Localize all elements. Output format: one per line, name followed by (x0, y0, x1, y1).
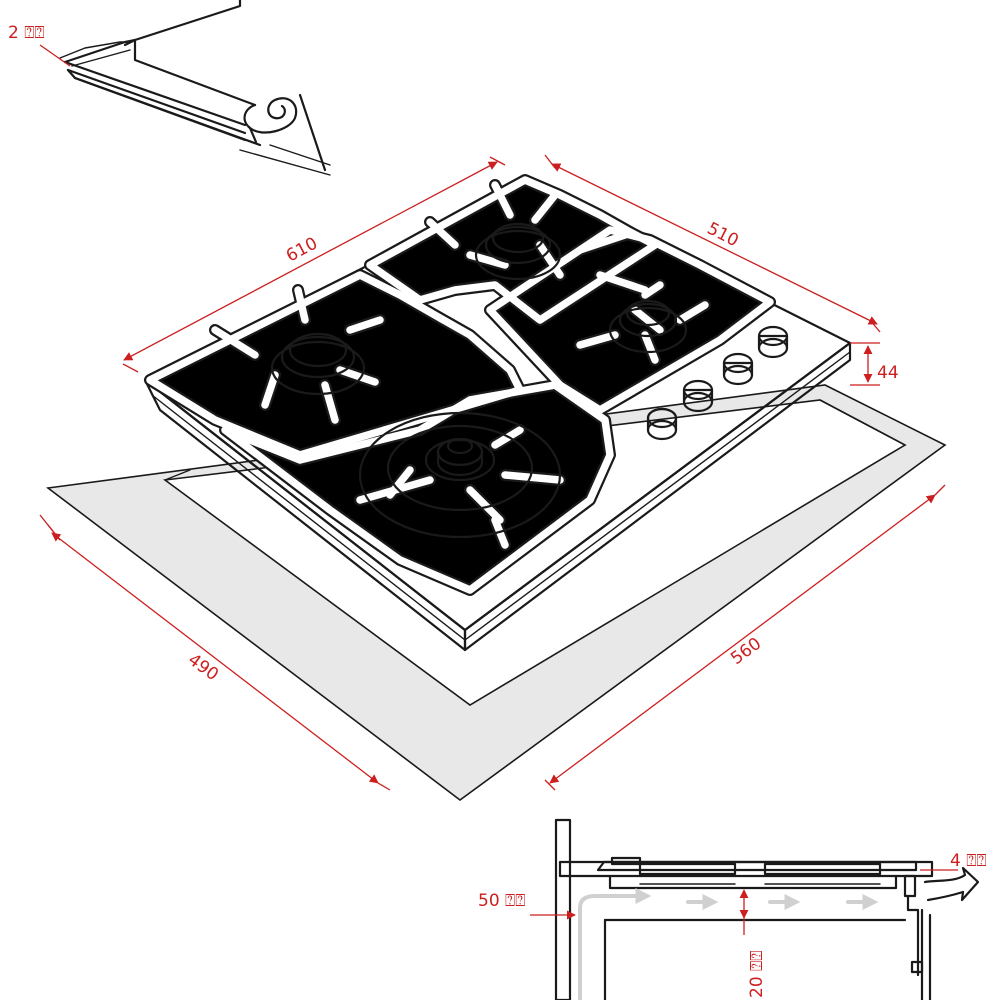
seal-detail (39, 0, 331, 176)
width-610-dimension (123, 161, 498, 361)
depth-510-dimension (551, 163, 878, 325)
knob-2-icon (682, 379, 714, 413)
knob-1-icon (646, 407, 678, 441)
dimension-lines (39, 154, 946, 791)
bottom-gap-label: 20 ⍰⍰ (747, 951, 767, 998)
dimension-label-560: 560 (727, 634, 765, 669)
cutout-490-dimension (51, 532, 379, 784)
seal-thickness-label: 2 ⍰⍰ (8, 23, 45, 43)
cutout-560-dimension (549, 494, 936, 784)
dimension-label-510: 510 (704, 219, 742, 252)
dimension-label-490: 490 (184, 650, 222, 685)
control-knobs (646, 325, 789, 441)
seal-leader-line (39, 44, 71, 67)
burner-wok-icon (358, 411, 562, 539)
side-gap-label: 50 ⍰⍰ (478, 891, 525, 911)
knob-3-icon (722, 352, 754, 386)
knob-4-icon (757, 325, 789, 359)
section-view (530, 818, 980, 1000)
dimension-label-44: 44 (877, 363, 899, 383)
dimension-label-610: 610 (283, 234, 321, 267)
pan-supports (150, 180, 770, 590)
edge-gap-label: 4 ⍰⍰ (950, 851, 987, 871)
